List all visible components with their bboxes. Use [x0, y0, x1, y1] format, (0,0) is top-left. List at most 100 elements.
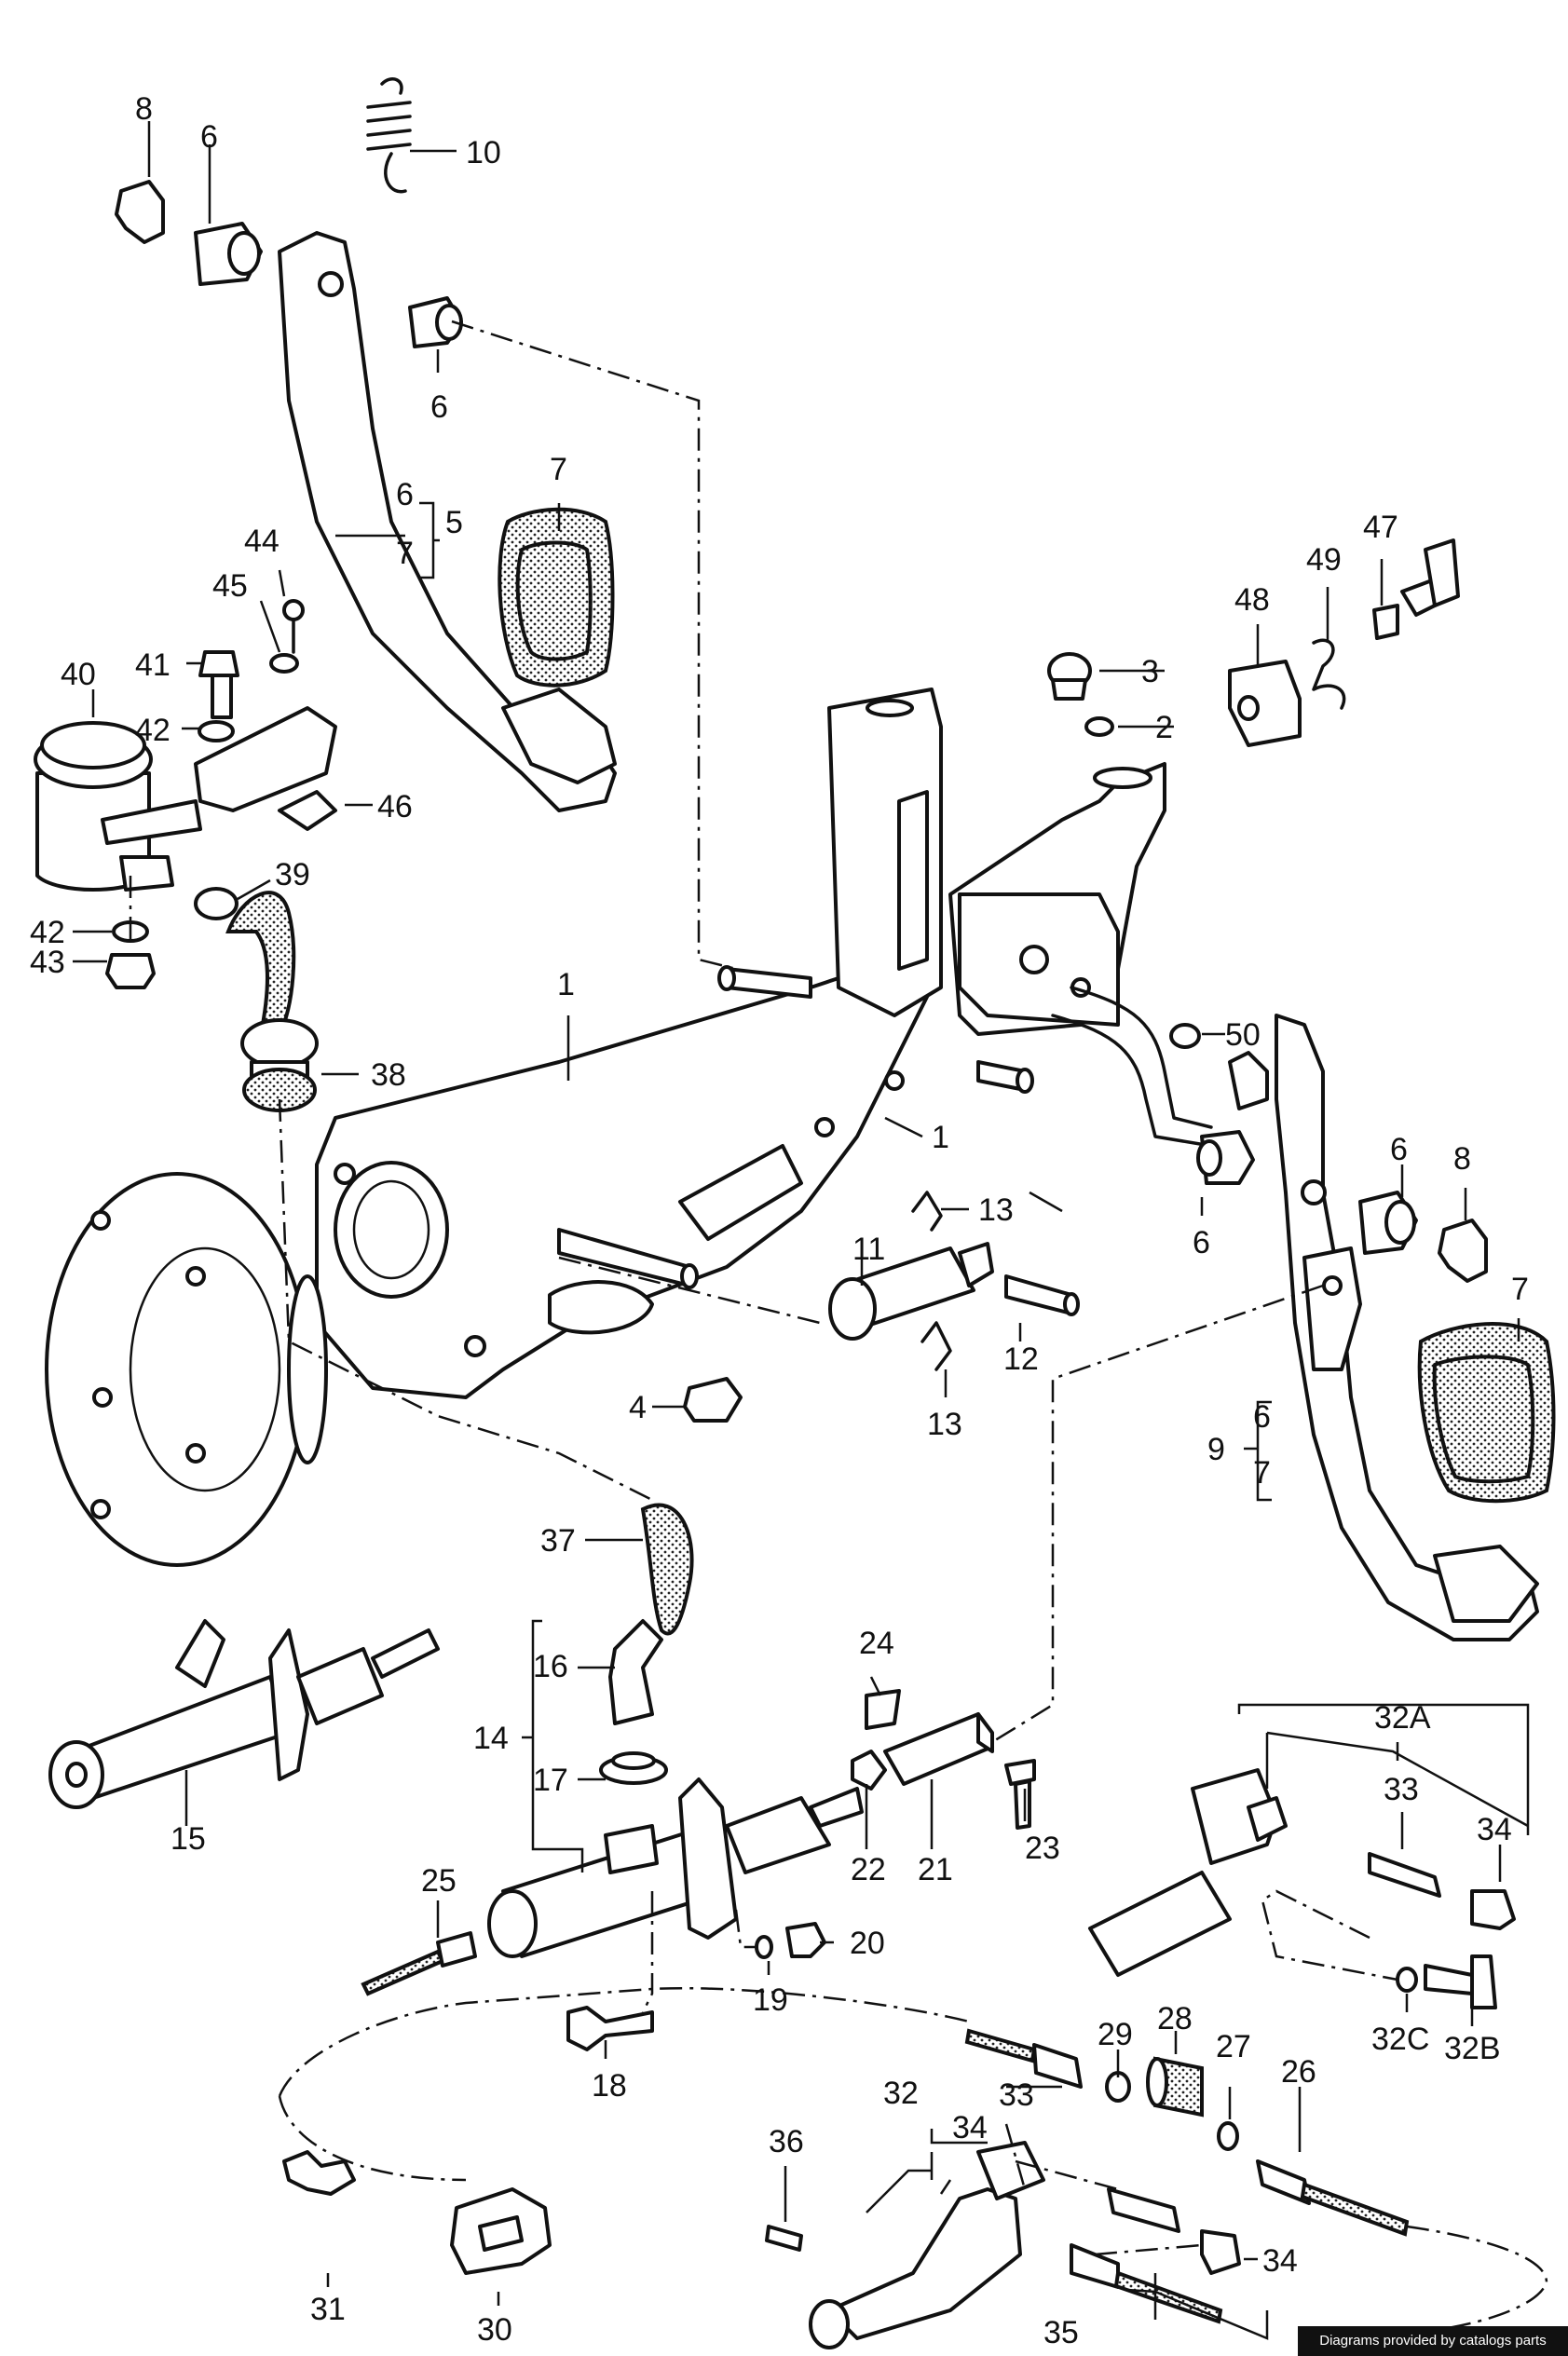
pedal-bracket [315, 688, 1166, 1399]
screw-44 [282, 599, 305, 654]
label-6-group-5: 6 [396, 477, 414, 512]
pin-23 [1004, 1759, 1036, 1830]
bushing-6-mid [408, 296, 463, 348]
line-25 [361, 1931, 477, 1996]
credit-banner: Diagrams provided by catalogs parts [1298, 2326, 1568, 2356]
switch-11 [828, 1242, 994, 1341]
clip-30 [450, 2187, 552, 2275]
label-34-bottom: 34 [1262, 2243, 1298, 2279]
mounting-bracket-46 [194, 706, 337, 831]
label-49: 49 [1306, 542, 1342, 578]
label-34-mid: 34 [952, 2110, 988, 2145]
label-3: 3 [1141, 654, 1159, 689]
label-13-top: 13 [978, 1192, 1014, 1228]
hose-37 [640, 1503, 694, 1636]
washer-19 [755, 1935, 773, 1959]
label-33-bottom: 33 [999, 2077, 1034, 2113]
bolt-32B [1424, 1954, 1497, 2009]
pin-12 [1004, 1274, 1080, 1316]
pin-36 [765, 2225, 803, 2252]
label-7-left-pad: 7 [550, 452, 567, 487]
label-42-top: 42 [135, 713, 170, 748]
bushing-6-top [194, 222, 263, 286]
bracket-arm-right [1051, 986, 1213, 1148]
label-18: 18 [592, 2068, 627, 2104]
label-32A: 32A [1374, 1700, 1431, 1736]
bolt-18 [566, 2006, 654, 2051]
label-7-group-9: 7 [1253, 1455, 1271, 1491]
cap-34-top [1470, 1889, 1516, 1930]
label-25: 25 [421, 1863, 457, 1899]
spring-clip-49 [1312, 638, 1346, 710]
master-cylinder-14 [487, 1777, 864, 1958]
label-5: 5 [445, 505, 463, 540]
bushing-6-right-a [1196, 1130, 1255, 1185]
nut-43 [105, 953, 156, 989]
master-cylinder-15 [48, 1619, 440, 1809]
label-1-top: 1 [557, 967, 575, 1002]
label-48: 48 [1234, 582, 1270, 618]
leader-lines [73, 121, 1530, 2340]
washer-27 [1217, 2121, 1239, 2151]
connection-lines [129, 320, 1548, 2340]
label-6-top-mid: 6 [430, 389, 448, 425]
label-23: 23 [1025, 1831, 1060, 1866]
label-15: 15 [170, 1821, 206, 1857]
label-26: 26 [1281, 2054, 1316, 2090]
clip-48 [1228, 660, 1302, 747]
label-34-top: 34 [1477, 1812, 1512, 1847]
nut-20 [785, 1922, 826, 1958]
label-4: 4 [629, 1390, 647, 1425]
clutch-flange-disk [45, 1172, 328, 1567]
label-32: 32 [883, 2076, 919, 2111]
label-2: 2 [1155, 710, 1173, 745]
label-14: 14 [473, 1721, 509, 1756]
bolt-41 [198, 650, 239, 719]
washer-45 [269, 653, 299, 674]
label-36: 36 [769, 2124, 804, 2159]
fluid-reservoir [34, 721, 202, 892]
credit-text: Diagrams provided by catalogs parts [1319, 2333, 1547, 2349]
label-39: 39 [275, 857, 310, 892]
bleeder-33-bottom [1107, 2187, 1180, 2233]
label-19: 19 [753, 1982, 788, 2018]
label-41: 41 [135, 647, 170, 683]
label-6-right-top: 6 [1390, 1132, 1408, 1167]
hose-clamp-39 [194, 887, 239, 920]
label-31: 31 [310, 2292, 346, 2327]
grommet-17 [599, 1751, 668, 1785]
label-1-right: 1 [932, 1120, 949, 1155]
line-33-bottom [964, 2028, 1083, 2089]
label-29: 29 [1098, 2017, 1133, 2052]
bleeder-33-top [1368, 1852, 1441, 1898]
label-24: 24 [859, 1626, 894, 1661]
spring-10 [366, 77, 412, 194]
label-38: 38 [371, 1057, 406, 1093]
label-16: 16 [533, 1649, 568, 1684]
label-40: 40 [61, 657, 96, 692]
label-32B: 32B [1444, 2031, 1501, 2066]
switch-47 [1372, 538, 1460, 640]
label-12: 12 [1003, 1341, 1039, 1377]
label-21: 21 [918, 1852, 953, 1887]
cap-3 [1047, 652, 1092, 701]
washer-2 [1084, 716, 1114, 737]
washer-32C [1396, 1967, 1418, 1993]
nut-22 [851, 1750, 887, 1791]
slave-cylinder-32 [809, 2141, 1045, 2349]
label-47: 47 [1363, 510, 1398, 545]
label-9: 9 [1207, 1432, 1225, 1467]
label-10: 10 [466, 135, 501, 170]
label-6-right-mid: 6 [1193, 1225, 1210, 1260]
slave-cylinder-32A [1088, 1768, 1288, 1977]
washer-42-top [198, 720, 235, 742]
grommet-38 [240, 1018, 319, 1112]
bushing-6-right-b [1358, 1191, 1418, 1255]
clip-8-top [115, 180, 165, 244]
hose-fitting-16 [608, 1619, 663, 1725]
label-27: 27 [1216, 2029, 1251, 2064]
pedal-pad-left [498, 507, 615, 688]
label-6-top-left: 6 [200, 119, 218, 155]
sleeve-28 [1146, 2056, 1204, 2118]
